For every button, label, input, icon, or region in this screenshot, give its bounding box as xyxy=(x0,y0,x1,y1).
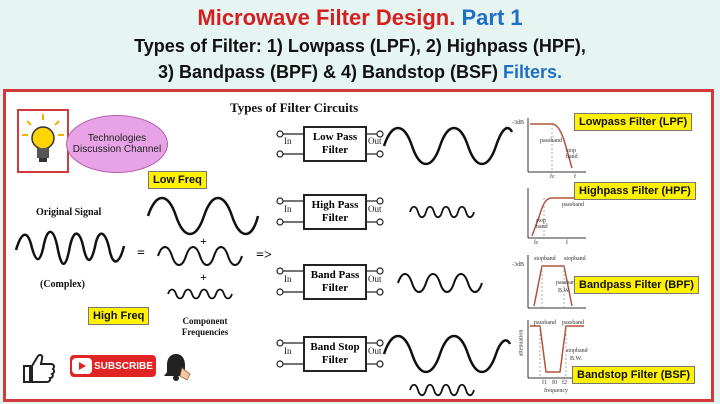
bpf-bw: B.W. xyxy=(558,288,571,294)
hpf-in-label: In xyxy=(284,204,292,214)
bpf-stopband-left: stopband xyxy=(534,256,556,262)
subtitle-line-3-tail: Filters. xyxy=(503,62,563,82)
bsf-output-wave-2 xyxy=(409,383,475,397)
subtitle-line-3-main: 3) Bandpass (BPF) & 4) Bandstop (BSF) xyxy=(157,62,498,82)
lpf-tag: Lowpass Filter (LPF) xyxy=(574,113,693,131)
high-pass-filter-box: High Pass Filter xyxy=(303,194,367,230)
high-freq-wave xyxy=(167,288,233,300)
original-signal-label: Original Signal xyxy=(36,207,102,218)
bpf-in-label: In xyxy=(284,274,292,284)
bpf-stopband-right: stopband xyxy=(564,256,586,262)
bsf-output-wave-1 xyxy=(382,334,512,374)
bsf-frequency: frequency xyxy=(544,388,568,394)
thumbs-up-icon[interactable] xyxy=(22,352,56,384)
subscribe-label: SUBSCRIBE xyxy=(94,360,153,372)
lightbulb-logo xyxy=(17,109,69,173)
hpf-stopband: stop band xyxy=(536,218,548,230)
complex-label: (Complex) xyxy=(40,279,85,290)
subtitle-line-3: 3) Bandpass (BPF) & 4) Bandstop (BSF) Fi… xyxy=(0,62,720,83)
complex-wave xyxy=(14,230,126,265)
bpf-tag: Bandpass Filter (BPF) xyxy=(574,276,699,294)
plus-sign-1: + xyxy=(200,234,207,248)
bpf-passband: passband xyxy=(556,280,578,286)
lpf-out-label: Out xyxy=(368,136,382,146)
bsf-passband-right: passband xyxy=(562,320,584,326)
hpf-output-wave xyxy=(409,205,475,219)
arrow-sign: => xyxy=(256,248,272,263)
bsf-bw: B.W. xyxy=(570,356,583,362)
lpf-stopband: stop band xyxy=(566,148,578,160)
bsf-out-label: Out xyxy=(368,346,382,356)
bsf-attenuation: attenuation xyxy=(518,329,525,357)
subtitle-line-2: Types of Filter: 1) Lowpass (LPF), 2) Hi… xyxy=(134,36,586,56)
bsf-f0: f0 xyxy=(552,380,557,386)
channel-bubble: Technologies Discussion Channel xyxy=(66,115,168,173)
hpf-passband: passband xyxy=(562,202,584,208)
component-frequencies-label: Component Frequencies xyxy=(181,316,229,337)
play-icon xyxy=(72,358,92,374)
lpf-output-wave xyxy=(382,126,514,166)
title-part: Part 1 xyxy=(461,5,523,30)
bsf-f2: f2 xyxy=(562,380,567,386)
bpf-output-wave xyxy=(397,273,483,293)
hpf-tag: Highpass Filter (HPF) xyxy=(574,182,696,200)
low-freq-wave xyxy=(146,196,260,236)
high-freq-label: High Freq xyxy=(88,307,150,325)
equals-sign: = xyxy=(137,246,145,261)
diagram-title: Types of Filter Circuits xyxy=(230,100,359,115)
bpf-response xyxy=(533,265,573,307)
bsf-passband: passband xyxy=(534,320,556,326)
bell-icon[interactable] xyxy=(160,350,192,382)
bsf-response xyxy=(530,325,584,373)
band-pass-filter-box: Band Pass Filter xyxy=(303,264,367,300)
title-main: Microwave Filter Design. xyxy=(197,5,456,30)
hpf-fc: fc xyxy=(534,240,539,246)
plus-sign-2: + xyxy=(200,270,207,284)
lightbulb-icon xyxy=(22,114,64,162)
mid-freq-wave xyxy=(157,246,243,266)
lpf-f: f xyxy=(574,174,576,180)
lpf-response xyxy=(530,123,573,169)
hpf-response xyxy=(531,197,584,237)
lpf-3db: -3dB xyxy=(512,120,524,126)
lpf-passband: passband xyxy=(540,138,562,144)
bsf-f1: f1 xyxy=(542,380,547,386)
bpf-3db: -3dB xyxy=(512,262,524,268)
bsf-stopband: stopband xyxy=(566,348,588,354)
bpf-out-label: Out xyxy=(368,274,382,284)
low-pass-filter-box: Low Pass Filter xyxy=(303,126,367,162)
band-stop-filter-box: Band Stop Filter xyxy=(303,336,367,372)
lpf-fc: fc xyxy=(550,174,555,180)
bsf-tag: Bandstop Filter (BSF) xyxy=(572,366,696,384)
lpf-in-label: In xyxy=(284,136,292,146)
low-freq-label: Low Freq xyxy=(148,171,207,189)
hpf-f: f xyxy=(566,240,568,246)
video-title: Microwave Filter Design. Part 1 xyxy=(0,5,720,31)
bsf-in-label: In xyxy=(284,346,292,356)
hpf-out-label: Out xyxy=(368,204,382,214)
